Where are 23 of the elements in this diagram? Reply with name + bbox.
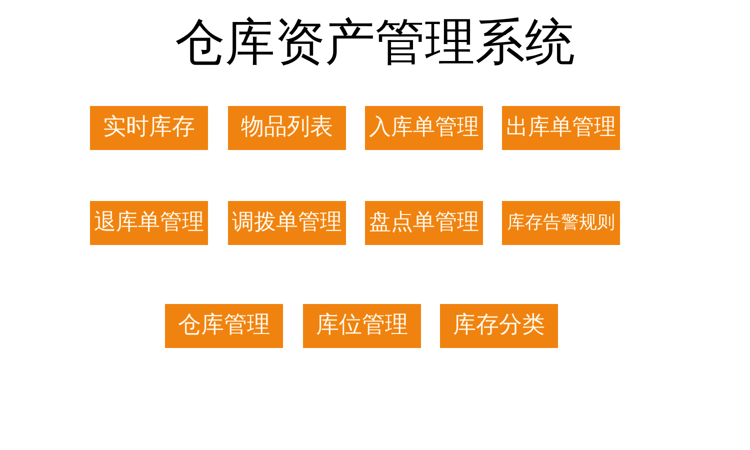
module-label: 仓库管理: [178, 313, 270, 339]
module-box: [228, 106, 346, 150]
module-box: [90, 106, 208, 150]
module-label: 库存分类: [453, 313, 545, 339]
module-box: [228, 201, 346, 245]
module-label: 库位管理: [316, 313, 408, 339]
module-label: 盘点单管理: [369, 210, 479, 236]
module-label: 调拨单管理: [232, 210, 342, 236]
module-box: [365, 106, 483, 150]
module-label: 出库单管理: [506, 116, 616, 140]
module-label: 入库单管理: [369, 116, 479, 140]
module-box: [502, 106, 620, 150]
module-box: [440, 304, 558, 348]
module-label: 库存告警规则: [507, 213, 615, 233]
module-label: 物品列表: [241, 115, 333, 141]
module-box: [303, 304, 421, 348]
module-label: 退库单管理: [94, 210, 204, 236]
diagram-title: 仓库资产管理系统: [174, 12, 576, 72]
module-box: [502, 201, 620, 245]
module-box: [90, 201, 208, 245]
module-label: 实时库存: [103, 115, 195, 141]
module-box: [365, 201, 483, 245]
module-box: [165, 304, 283, 348]
